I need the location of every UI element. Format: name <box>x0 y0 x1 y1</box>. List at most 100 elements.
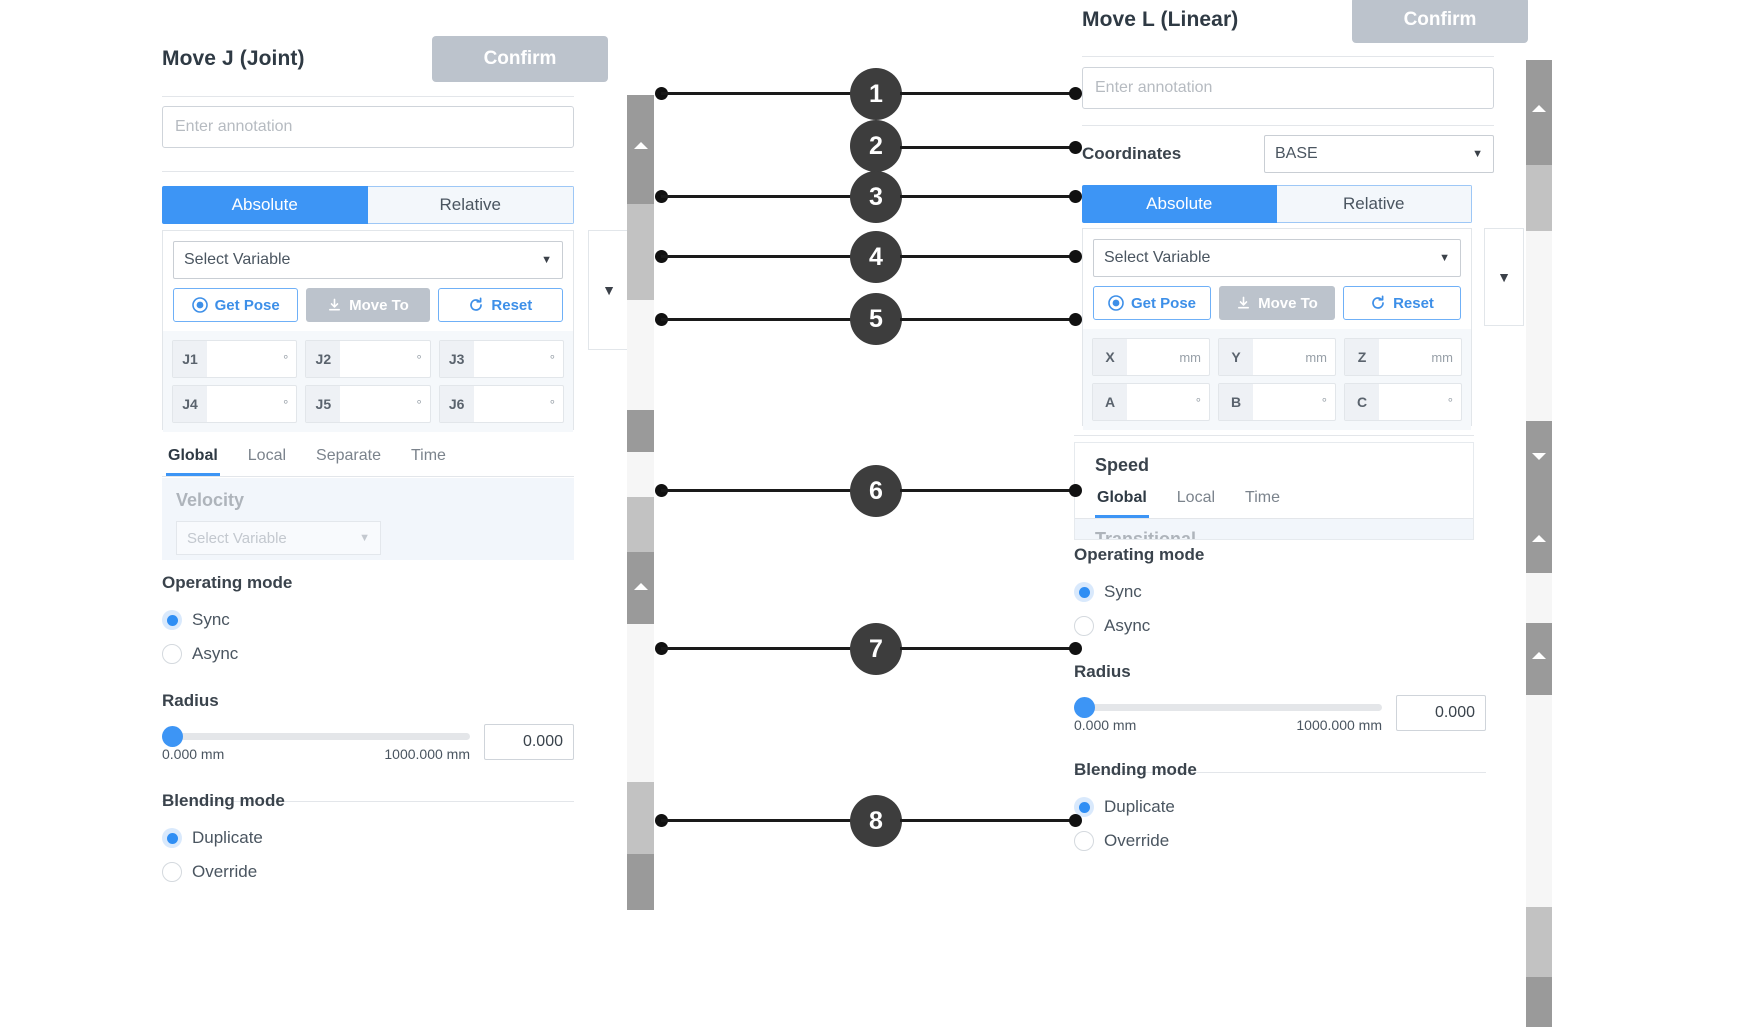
move-j-speed-tab-local[interactable]: Local <box>247 447 287 464</box>
callout-7-right-dot <box>1069 642 1082 655</box>
joint-field-j4[interactable]: J4 ° <box>172 385 298 423</box>
scrollbar-track-upper[interactable] <box>627 204 654 300</box>
scrollbar-thumb[interactable] <box>1526 60 1552 165</box>
pose-field-c[interactable]: C ° <box>1344 383 1462 421</box>
scrollbar-track-gap[interactable] <box>1526 573 1552 623</box>
move-l-variable-select[interactable]: Select Variable ▼ <box>1093 239 1461 277</box>
move-j-header: Move J (Joint) Confirm <box>140 28 630 90</box>
move-l-speed-tabs[interactable]: Global Local Time <box>1075 482 1473 519</box>
move-j-tab-relative[interactable]: Relative <box>367 186 574 224</box>
move-j-operating-mode-sync[interactable]: Sync <box>162 610 574 630</box>
scrollbar-thumb-mid[interactable] <box>1526 421 1552 511</box>
pose-field-a[interactable]: A ° <box>1092 383 1210 421</box>
scrollbar-track-gap[interactable] <box>627 452 654 497</box>
joint-field-j5[interactable]: J5 ° <box>305 385 431 423</box>
move-j-move-to-button[interactable]: Move To <box>306 288 430 322</box>
move-l-mode-segmented[interactable]: Absolute Relative <box>1082 185 1472 223</box>
move-l-radius-value-input[interactable]: 0.000 <box>1396 695 1486 731</box>
move-j-velocity-select[interactable]: Select Variable ▼ <box>176 521 381 555</box>
joint-field-j4-label: J4 <box>173 386 207 422</box>
move-l-tab-relative[interactable]: Relative <box>1276 185 1472 223</box>
scrollbar-segment[interactable] <box>627 782 654 854</box>
move-j-blending-override[interactable]: Override <box>162 862 574 882</box>
move-j-speed-tab-global[interactable]: Global <box>166 440 220 476</box>
move-l-tab-absolute[interactable]: Absolute <box>1082 185 1277 223</box>
joint-field-j2[interactable]: J2 ° <box>305 340 431 378</box>
move-l-annotation-input[interactable]: Enter annotation <box>1082 67 1494 109</box>
scrollbar-track-mid[interactable] <box>627 300 654 410</box>
pose-field-c-unit: ° <box>1447 394 1453 410</box>
move-l-card-expand-toggle[interactable]: ▼ <box>1484 228 1524 326</box>
move-l-transitional-section: Transitional <box>1075 519 1473 539</box>
move-j-annotation-input[interactable]: Enter annotation <box>162 106 574 148</box>
move-l-speed-tab-global[interactable]: Global <box>1095 482 1149 518</box>
move-l-speed-card: Speed Global Local Time Transitional <box>1074 442 1474 540</box>
pose-field-z[interactable]: Z mm <box>1344 338 1462 376</box>
pose-field-b[interactable]: B ° <box>1218 383 1336 421</box>
callout-3-right-dot <box>1069 190 1082 203</box>
scrollbar-segment[interactable] <box>1526 165 1552 231</box>
move-l-move-to-button[interactable]: Move To <box>1219 286 1335 320</box>
scrollbar-track-lower[interactable] <box>1526 695 1552 907</box>
pose-field-y-unit: mm <box>1305 349 1327 365</box>
move-j-get-pose-button[interactable]: Get Pose <box>173 288 299 322</box>
scrollbar-thumb[interactable] <box>627 95 654 204</box>
move-j-speed-tab-time[interactable]: Time <box>410 447 446 464</box>
move-l-reset-button[interactable]: Reset <box>1343 286 1461 320</box>
scrollbar-thumb-lower[interactable] <box>1526 623 1552 695</box>
move-l-radius-section: Radius 0.000 mm 1000.000 mm 0.000 <box>1074 662 1486 733</box>
move-j-variable-select[interactable]: Select Variable ▼ <box>173 241 563 279</box>
move-l-pose-grid: X mm Y mm Z mm <box>1083 329 1471 430</box>
move-l-scrollbar[interactable] <box>1526 60 1552 1027</box>
move-j-scrollbar[interactable] <box>627 95 654 910</box>
callout-5-right-dot <box>1069 313 1082 326</box>
move-l-blending-duplicate[interactable]: Duplicate <box>1074 797 1486 817</box>
move-j-radius-slider[interactable] <box>162 726 470 747</box>
move-j-pose-card: Select Variable ▼ Get Pose <box>162 230 574 432</box>
move-j-blending-duplicate[interactable]: Duplicate <box>162 828 574 848</box>
move-l-speed-tab-time[interactable]: Time <box>1245 489 1280 506</box>
joint-field-j3-label: J3 <box>439 341 474 377</box>
slider-track <box>162 733 470 740</box>
scrollbar-segment[interactable] <box>627 854 654 910</box>
move-j-speed-tab-separate[interactable]: Separate <box>316 447 381 464</box>
pose-field-x-unit: mm <box>1179 349 1201 365</box>
scrollbar-thumb-lower[interactable] <box>627 552 654 624</box>
slider-handle[interactable] <box>1074 697 1095 718</box>
divider <box>1074 772 1486 773</box>
joint-row: J1 ° J2 ° J3 ° <box>172 340 564 378</box>
move-j-operating-mode-async[interactable]: Async <box>162 644 574 664</box>
move-l-coordinates-select[interactable]: BASE ▼ <box>1264 135 1494 173</box>
pose-field-y[interactable]: Y mm <box>1218 338 1336 376</box>
scrollbar-track-upper[interactable] <box>1526 231 1552 421</box>
joint-field-j1[interactable]: J1 ° <box>172 340 298 378</box>
scrollbar-segment[interactable] <box>1526 907 1552 977</box>
joint-field-j3[interactable]: J3 ° <box>438 340 564 378</box>
scrollbar-segment[interactable] <box>1526 977 1552 1027</box>
scrollbar-segment[interactable] <box>627 497 654 552</box>
move-l-speed-tab-local[interactable]: Local <box>1176 489 1216 506</box>
move-l-operating-mode-async[interactable]: Async <box>1074 616 1486 636</box>
move-l-radius-slider[interactable] <box>1074 697 1382 718</box>
move-l-get-pose-button[interactable]: Get Pose <box>1093 286 1211 320</box>
move-j-confirm-button[interactable]: Confirm <box>432 36 608 82</box>
scrollbar-segment[interactable] <box>627 410 654 452</box>
scrollbar-track-lower[interactable] <box>627 624 654 782</box>
move-l-blending-override[interactable]: Override <box>1074 831 1486 851</box>
move-l-operating-mode-sync[interactable]: Sync <box>1074 582 1486 602</box>
callout-4-left-line <box>661 255 851 258</box>
move-j-reset-button[interactable]: Reset <box>437 288 563 322</box>
move-j-radius-value-input[interactable]: 0.000 <box>484 724 574 760</box>
move-j-card-expand-toggle[interactable]: ▼ <box>588 230 630 350</box>
move-j-mode-segmented[interactable]: Absolute Relative <box>162 186 574 224</box>
move-j-tab-absolute[interactable]: Absolute <box>162 186 368 224</box>
chevron-down-icon: ▼ <box>1497 269 1511 285</box>
radio-unselected-icon <box>162 862 182 882</box>
pose-field-x[interactable]: X mm <box>1092 338 1210 376</box>
joint-field-j6[interactable]: J6 ° <box>438 385 564 423</box>
move-l-panel: Move L (Linear) Confirm Enter annotation… <box>1060 0 1550 920</box>
move-j-speed-tabs[interactable]: Global Local Separate Time <box>162 440 574 477</box>
slider-handle[interactable] <box>162 726 183 747</box>
scrollbar-segment[interactable] <box>1526 511 1552 573</box>
move-l-confirm-button[interactable]: Confirm <box>1352 0 1528 43</box>
